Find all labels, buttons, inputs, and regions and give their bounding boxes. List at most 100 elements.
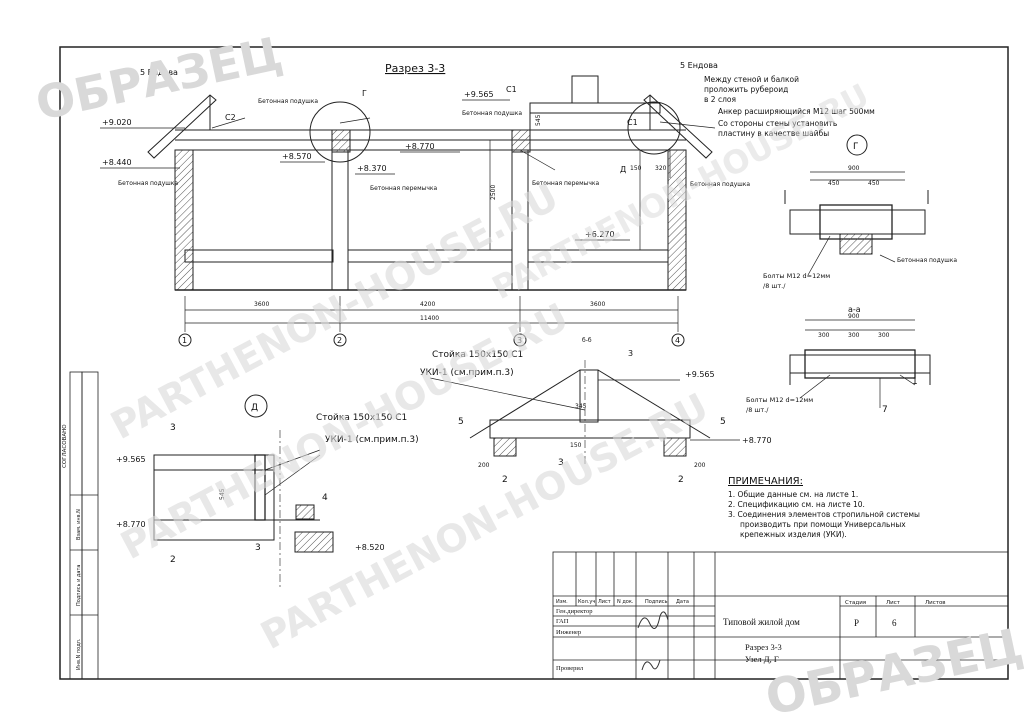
label-s1-node: С1 — [627, 118, 638, 127]
note-anchor: Анкер расширяющийся М12 шаг 500мм — [718, 107, 875, 116]
g-label-beton: Бетонная подушка — [897, 257, 957, 264]
d-pos-2: 2 — [170, 555, 176, 565]
g-dim-450-b: 450 — [868, 180, 880, 187]
label-beton-peremychka: Бетонная перемычка — [370, 185, 438, 192]
section-3-3 — [100, 75, 716, 347]
note-ruberoid-1: Между стеной и балкой — [704, 75, 799, 84]
signature-1 — [637, 611, 669, 629]
label-beton-podushka-2: Бетонная подушка — [258, 98, 318, 105]
axis-3: 3 — [517, 336, 522, 345]
note-3c: крепежных изделия (УКИ). — [740, 530, 847, 539]
tb-sheet-no: 6 — [892, 618, 897, 628]
note-2: 2. Спецификацию см. на листе 10. — [728, 500, 865, 509]
left-wall — [174, 149, 194, 291]
label-beton-podushka: Бетонная подушка — [118, 180, 178, 187]
bb-stoika: Стойка 150х150 С1 — [432, 350, 523, 360]
bb-pos-2b: 2 — [678, 475, 684, 485]
bb-dim-200-b: 200 — [694, 462, 706, 469]
note-3a: 3. Соединения элементов стропильной сист… — [728, 510, 920, 519]
dim-3600-b: 3600 — [590, 301, 605, 308]
level-8370: +8.370 — [357, 164, 387, 173]
label-s2: С2 — [225, 113, 236, 122]
g-bolts-1: Болты М12 d=12мм — [763, 272, 830, 280]
stamp-vzam: Взам. инв.N — [76, 509, 82, 540]
title-block — [552, 551, 1009, 680]
level-6270: +6.270 — [585, 230, 615, 239]
level-8770: +8.770 — [405, 142, 435, 151]
tb-gap: ГАП — [556, 618, 569, 625]
aa-dim-300-c: 300 — [878, 332, 890, 339]
node-d-detail — [153, 394, 334, 590]
bb-dim-345: 345 — [575, 403, 587, 410]
d-uki: УКИ-1 (см.прим.п.3) — [325, 435, 419, 445]
label-beton-peremychka-2: Бетонная перемычка — [532, 180, 600, 187]
section-title: Разрез 3-3 — [385, 62, 445, 75]
section-bb-detail — [429, 360, 740, 466]
d-level-8520: +8.520 — [355, 543, 385, 552]
d-stoika: Стойка 150х150 С1 — [316, 413, 407, 423]
stamp-inv: Инв.N подл. — [76, 638, 82, 670]
tb-data: Дата — [676, 599, 689, 605]
watermark-site-1: PARTHENON-HOUSE.RU — [104, 175, 566, 448]
bb-dim-200-a: 200 — [478, 462, 490, 469]
d-level-9565: +9.565 — [116, 455, 146, 464]
note-plate-2: пластину в качестве шайбы — [718, 129, 829, 138]
node-d-label: Д — [251, 403, 258, 413]
dim-320: 320 — [655, 165, 667, 172]
section-aa-title: а-а — [848, 305, 861, 314]
tb-h-sheet: Лист — [886, 600, 901, 606]
tb-podp: Подпись — [645, 599, 668, 605]
note-1: 1. Общие данные см. на листе 1. — [728, 490, 858, 499]
tb-project: Типовой жилой дом — [723, 617, 800, 627]
aa-dim-300-a: 300 — [818, 332, 830, 339]
side-stamp — [69, 371, 99, 680]
bb-level-9565: +9.565 — [685, 370, 715, 379]
tb-list: Лист — [598, 599, 611, 605]
dim-11400: 11400 — [420, 315, 439, 322]
tb-h-sheets: Листов — [925, 600, 946, 606]
axis-2: 2 — [337, 336, 342, 345]
watermark-sample-bottom: ОБРАЗЕЦ — [761, 618, 1024, 724]
label-beton-podushka-4: Бетонная подушка — [690, 181, 750, 188]
level-8440: +8.440 — [102, 158, 132, 167]
section-aa-detail — [789, 319, 931, 408]
label-endova-right: 5 Ендова — [680, 61, 718, 70]
axis-1: 1 — [182, 336, 187, 345]
tb-izm: Изм. — [556, 599, 568, 605]
tb-gen-dir: Ген.директор — [556, 608, 593, 615]
bb-pos-5a: 5 — [458, 417, 464, 427]
stamp-soglasovano: СОГЛАСОВАНО — [62, 424, 68, 468]
notes-title: ПРИМЕЧАНИЯ: — [728, 476, 803, 487]
d-pos-3: 3 — [170, 423, 176, 433]
label-s1: С1 — [506, 85, 517, 94]
bb-dim-150: 150 — [570, 442, 582, 449]
g-bolts-2: /8 шт./ — [763, 282, 786, 290]
tb-sheet-title-2: Узел Д, Г — [745, 654, 779, 664]
d-level-8770: +8.770 — [116, 520, 146, 529]
level-8570: +8.570 — [282, 152, 312, 161]
signature-2 — [641, 659, 661, 671]
node-d-circle — [627, 101, 681, 155]
tb-engineer: Инженер — [556, 629, 581, 636]
aa-bolts-1: Болты М12 d=12мм — [746, 396, 813, 404]
dim-2500: 2500 — [490, 185, 497, 200]
watermark-sample-top: ОБРАЗЕЦ — [31, 26, 287, 131]
section-bb-title: б-б — [582, 337, 592, 344]
tb-ndok: N док. — [617, 599, 634, 605]
aa-bolts-2: /8 шт./ — [746, 406, 769, 414]
axis-4: 4 — [675, 336, 680, 345]
level-9020: +9.020 — [102, 118, 132, 127]
note-ruberoid-2: проложить рубероид — [704, 85, 788, 94]
dim-4200: 4200 — [420, 301, 435, 308]
label-endova-left: 5 Ендова — [140, 68, 178, 77]
note-plate-1: Со стороны стены установить — [718, 119, 837, 128]
bb-pos-3: 3 — [628, 349, 633, 358]
d-dim-545: 545 — [219, 488, 226, 500]
note-3b: производить при помощи Универсальных — [740, 520, 906, 529]
bb-level-8770: +8.770 — [742, 436, 772, 445]
dim-545: 545 — [535, 114, 542, 126]
aa-dim-300-b: 300 — [848, 332, 860, 339]
node-g-detail — [784, 134, 929, 276]
level-9565: +9.565 — [464, 90, 494, 99]
